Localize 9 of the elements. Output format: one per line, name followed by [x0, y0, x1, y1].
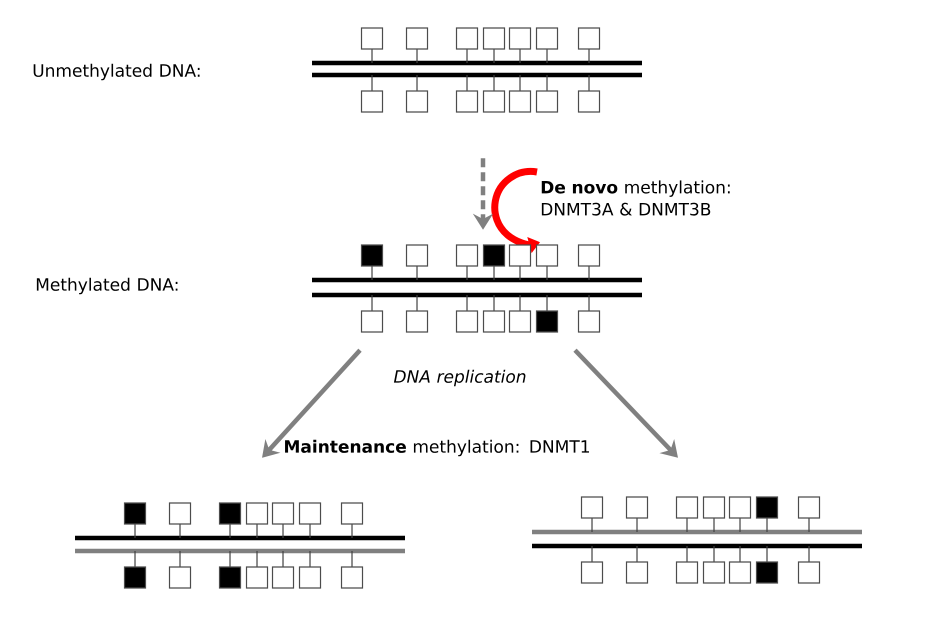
dna-drawing — [532, 496, 862, 584]
dna-drawing — [75, 502, 405, 589]
annotation-text: Methylated DNA: — [36, 278, 178, 294]
annotation-text: DNA replication — [394, 370, 526, 386]
annotation-text: Unmethylated DNA: — [34, 64, 200, 80]
dna-drawing — [312, 27, 642, 113]
annotation-text: De novo methylation: DNMT3A & DNMT3B — [542, 180, 730, 216]
annotation-text: Maintenance methylation: DNMT1 — [285, 440, 589, 456]
dna-drawing — [312, 244, 642, 333]
